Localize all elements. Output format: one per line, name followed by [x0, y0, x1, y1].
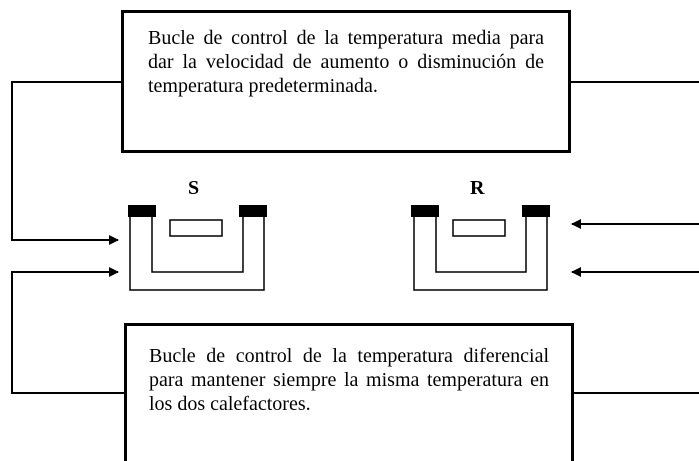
- average-temperature-loop-box: Bucle de control de la temperatura media…: [121, 10, 571, 153]
- sample-label: S: [188, 177, 200, 199]
- reference-label: R: [470, 177, 485, 199]
- reference-heater-left: [411, 205, 439, 217]
- bottom-loop-left-line: [11, 267, 124, 394]
- sample-holder: [129, 217, 265, 291]
- top-loop-left-line: [11, 81, 121, 245]
- differential-temperature-loop-box: Bucle de control de la temperatura difer…: [124, 323, 574, 461]
- sample-heater-right: [239, 205, 267, 217]
- average-temperature-loop-text: Bucle de control de la temperatura media…: [148, 27, 544, 97]
- sample-heater-left: [128, 205, 156, 217]
- differential-temperature-loop-text: Bucle de control de la temperatura difer…: [149, 345, 549, 415]
- reference-heater-right: [522, 205, 550, 217]
- reference-holder: [413, 217, 548, 291]
